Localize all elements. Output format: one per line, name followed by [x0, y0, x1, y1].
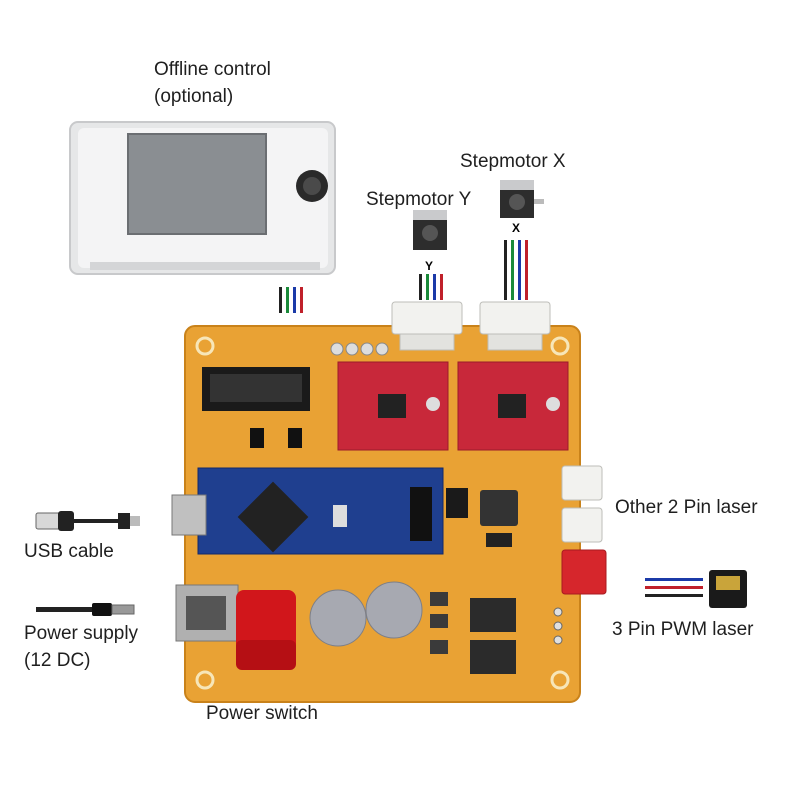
motor-y-connector [391, 301, 463, 351]
offline-control-note: (optional) [154, 86, 234, 107]
stepmotor-y [413, 210, 447, 250]
pwm-laser-cable [645, 578, 703, 597]
stepper-driver-x [457, 361, 569, 451]
arduino-nano [171, 467, 444, 555]
idc-header [202, 367, 310, 411]
other-2pin-laser-label: Other 2 Pin laser [615, 497, 758, 518]
mosfets [430, 592, 516, 674]
stepmotor-y-label: Stepmotor Y [366, 189, 472, 210]
capacitors [309, 581, 423, 647]
usb-cable [35, 511, 140, 531]
axis-y-label: Y [425, 259, 434, 273]
power-supply-cable [36, 603, 135, 616]
usb-cable-label: USB cable [24, 541, 114, 562]
pwm-laser-connector [561, 549, 607, 595]
pcb-pads [330, 342, 389, 356]
power-supply-label: Power supply [24, 623, 139, 644]
stepmotor-x [500, 180, 544, 218]
offline-control-label: Offline control [154, 59, 271, 80]
ics-and-inductor [446, 488, 518, 547]
fan-connector [561, 507, 603, 543]
jumpers [250, 428, 302, 448]
stepper-driver-y [337, 361, 449, 451]
display-cable [279, 287, 303, 313]
stepmotor-x-cable [504, 240, 528, 300]
other-laser-connector-1 [561, 465, 603, 501]
stepmotor-x-label: Stepmotor X [460, 151, 566, 172]
lcd-screen [127, 133, 267, 235]
laser-module [709, 570, 747, 608]
dc-jack [175, 584, 239, 642]
motor-x-connector [479, 301, 551, 351]
axis-x-label: X [512, 221, 521, 235]
power-supply-note: (12 DC) [24, 650, 91, 671]
power-switch-label: Power switch [206, 703, 318, 724]
stepmotor-y-cable [419, 274, 443, 300]
servo-header [553, 607, 563, 645]
offline-control-display [69, 121, 336, 275]
power-switch [236, 590, 296, 670]
pwm-3pin-laser-label: 3 Pin PWM laser [612, 619, 754, 640]
